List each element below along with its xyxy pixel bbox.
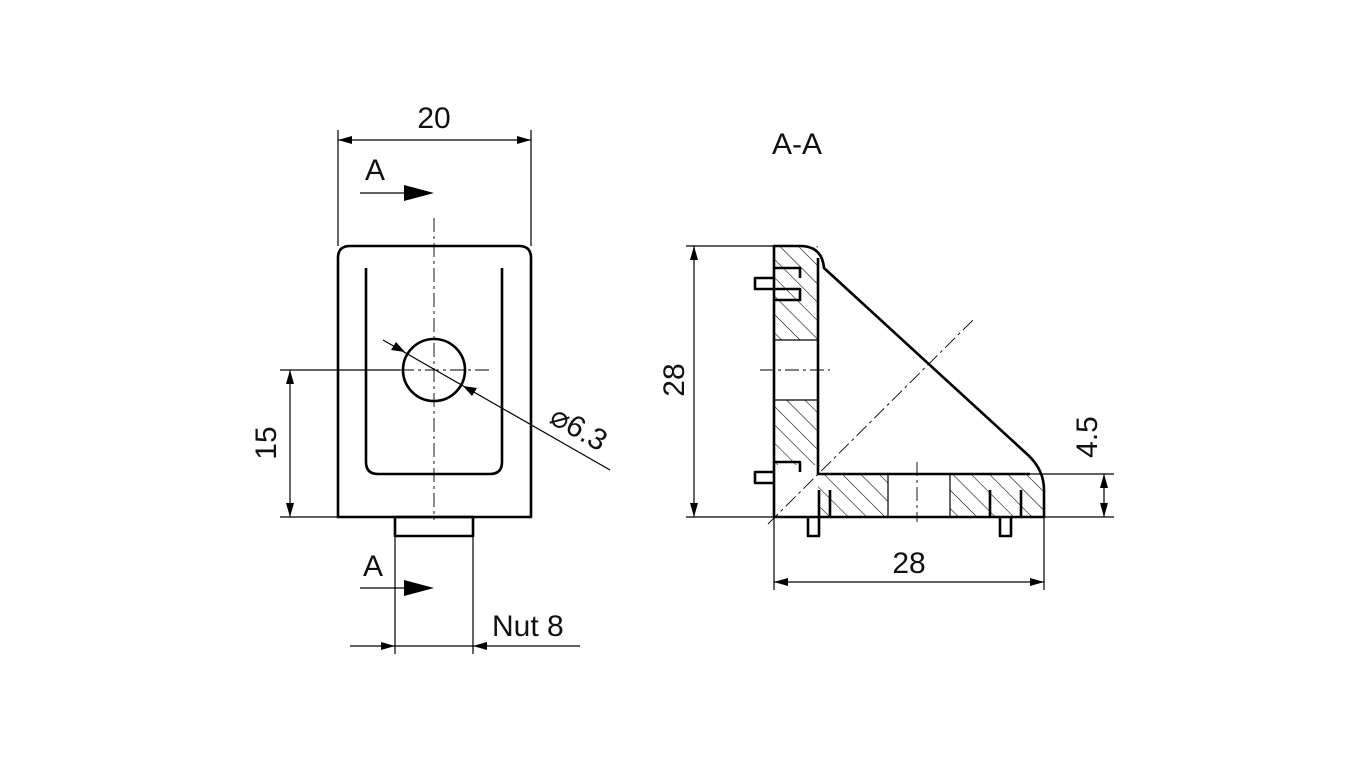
section-view: A-A xyxy=(658,128,1114,590)
section-width-label: 28 xyxy=(892,547,925,580)
width-dimension: 20 xyxy=(337,102,532,246)
section-label-top: A xyxy=(365,154,385,187)
width-dim-label: 20 xyxy=(417,102,450,135)
section-height-label: 28 xyxy=(658,363,691,396)
front-view: 20 A A 15 ⌀6.3 xyxy=(250,102,613,654)
nut-tab xyxy=(393,515,475,538)
hole-dim-label: ⌀6.3 xyxy=(545,399,613,457)
nut-dimension: Nut 8 xyxy=(350,536,580,654)
bottom-tabs xyxy=(806,490,1023,538)
bracket-section-outline xyxy=(772,244,1046,519)
thickness-dimension: 4.5 xyxy=(1030,416,1114,518)
height-dim-label: 15 xyxy=(250,426,283,459)
section-height-dimension: 28 xyxy=(658,245,790,518)
bracket-outline xyxy=(336,244,533,519)
section-width-dimension: 28 xyxy=(773,517,1045,590)
left-tabs xyxy=(753,266,802,485)
nut-dim-label: Nut 8 xyxy=(492,610,564,643)
section-title: A-A xyxy=(772,128,822,161)
diagonal-centerline xyxy=(767,317,976,525)
horizontal-leg-hatch xyxy=(818,474,1044,517)
section-label-bottom: A xyxy=(363,550,383,583)
section-marker-bottom: A xyxy=(360,550,434,596)
section-marker-top: A xyxy=(360,154,434,201)
vertical-leg-hatch xyxy=(774,246,818,465)
height-dimension: 15 xyxy=(250,369,400,518)
hole-diameter-dimension: ⌀6.3 xyxy=(382,339,613,471)
thickness-label: 4.5 xyxy=(1071,416,1104,458)
